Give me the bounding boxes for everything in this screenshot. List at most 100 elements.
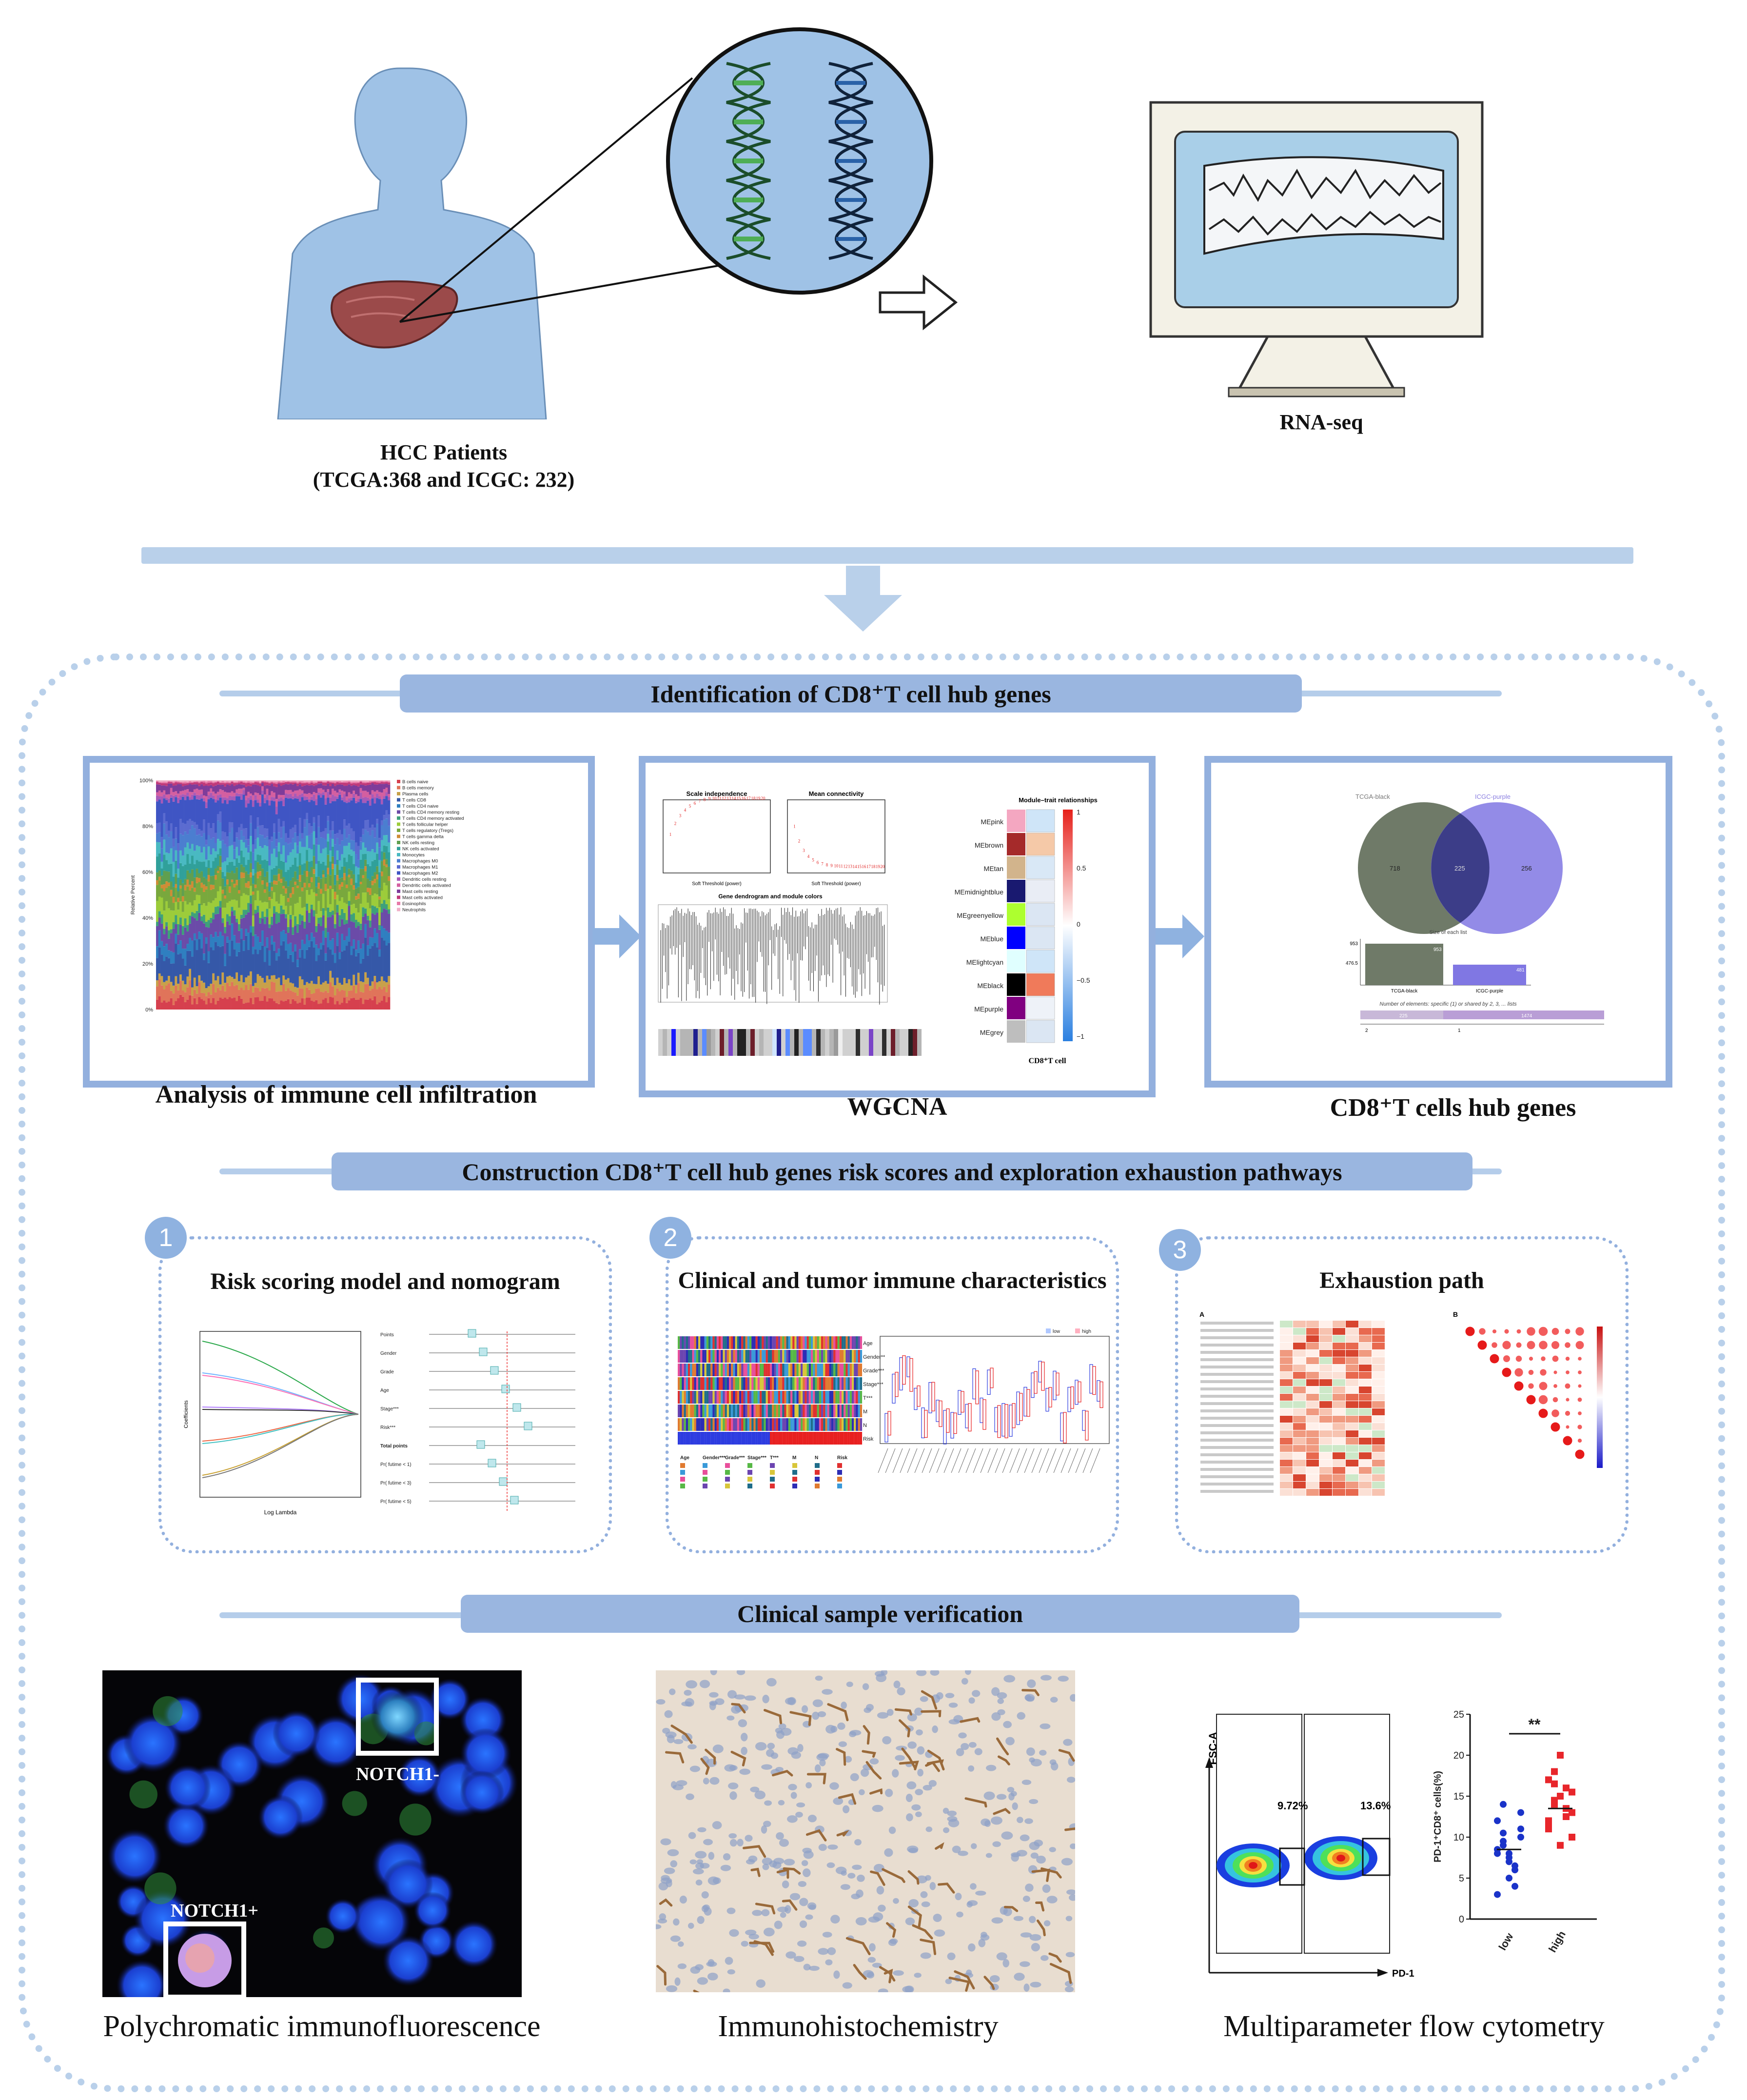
infiltration-bar-segment (238, 995, 241, 1010)
infiltration-bar-segment (364, 924, 367, 938)
infiltration-bar-segment (226, 783, 229, 785)
clinical-heatmap-cell (706, 1405, 709, 1417)
trait-label: CD8⁺T cell (1028, 1057, 1066, 1065)
ihc-nucleus (739, 1768, 751, 1775)
clinical-heatmap-cell (737, 1364, 740, 1376)
ihc-nucleus (674, 1977, 681, 1986)
infiltration-bar-segment (193, 977, 196, 990)
clinical-heatmap-cell (860, 1432, 863, 1445)
infiltration-bar-segment (298, 818, 301, 833)
infiltration-bar-segment (266, 789, 269, 795)
infiltration-bar-segment (306, 861, 309, 872)
infiltration-bar-segment (350, 955, 353, 986)
boxplot-tick (1009, 1448, 1020, 1473)
infiltration-bar-segment (324, 785, 327, 792)
exhaustion-heatmap-cell (1359, 1350, 1372, 1357)
clinical-heatmap-cell (815, 1418, 817, 1431)
clinical-heatmap-cell (829, 1364, 832, 1376)
infiltration-bar-segment (156, 926, 159, 947)
clinical-legend-group: Stage*** (747, 1455, 766, 1461)
boxplot-tick (922, 1448, 932, 1473)
infiltration-bar-segment (158, 896, 161, 911)
clinical-heatmap-cell (733, 1350, 735, 1363)
ihc-nucleus (803, 1963, 811, 1971)
ihc-nucleus (745, 1929, 757, 1936)
infiltration-bar-segment (219, 931, 222, 947)
infiltration-bar-segment (350, 783, 353, 786)
infiltration-bar-segment (156, 880, 159, 885)
ihc-nucleus (826, 1862, 835, 1868)
ihc-nucleus (1002, 1959, 1010, 1968)
ihc-nucleus (1070, 1843, 1075, 1849)
ihc-nucleus (802, 1705, 808, 1713)
ihc-nucleus (893, 1898, 899, 1904)
infiltration-bar-segment (303, 800, 306, 819)
infiltration-bar-segment (301, 797, 304, 833)
infiltration-bar-segment (177, 851, 180, 869)
infiltration-bar-segment (355, 794, 358, 801)
infiltration-bar-segment (250, 895, 253, 904)
clinical-heatmap-cell (839, 1418, 842, 1431)
infiltration-bar-segment (275, 952, 278, 961)
clinical-heatmap-cell (739, 1405, 742, 1417)
infiltration-bar-segment (170, 890, 173, 896)
clinical-heatmap-cell (704, 1405, 707, 1417)
infiltration-bar-segment (329, 838, 332, 851)
clinical-heatmap-cell (813, 1377, 815, 1390)
infiltration-bar-segment (219, 848, 222, 856)
clinical-legend-group: Age (680, 1455, 689, 1461)
ihc-nucleus (660, 1877, 672, 1884)
infiltration-bar-segment (189, 800, 192, 819)
scale-point: 2 (674, 821, 677, 826)
infiltration-bar-segment (294, 790, 297, 794)
infiltration-bar-segment (233, 782, 236, 783)
ihc-nucleus (865, 1704, 874, 1711)
ihc-nucleus (1024, 1818, 1033, 1824)
infiltration-ytick: 80% (142, 824, 153, 830)
infiltration-bar-segment (256, 862, 259, 872)
clinical-heatmap-cell (714, 1350, 717, 1363)
ihc-nucleus (921, 1901, 930, 1907)
infiltration-bar-segment (179, 974, 182, 981)
density-contour (1249, 1862, 1257, 1869)
infiltration-bar-segment (376, 879, 379, 895)
ihc-brown-stain (927, 1749, 945, 1771)
infiltration-bar-segment (268, 900, 271, 909)
clinical-heatmap-cell (741, 1432, 744, 1445)
clinical-heatmap-cell (845, 1364, 848, 1376)
infiltration-bar-segment (179, 795, 182, 800)
infiltration-bar-segment (219, 947, 222, 985)
infiltration-bar-segment (268, 909, 271, 925)
clinical-legend-swatch (815, 1484, 820, 1488)
boxplot-tick (1060, 1448, 1071, 1473)
module-color-cell (869, 1029, 873, 1056)
infiltration-bar-segment (383, 796, 386, 799)
infiltration-bar-segment (338, 781, 341, 783)
infiltration-bar-segment (236, 793, 238, 796)
clinical-heatmap-cell (852, 1364, 854, 1376)
clinical-heatmap-cell (702, 1391, 705, 1404)
infiltration-bar-segment (320, 863, 323, 879)
module-swatch (1007, 927, 1025, 949)
ihc-nucleus (850, 1773, 859, 1782)
infiltration-bar-segment (310, 796, 313, 800)
infiltration-bar-segment (383, 940, 386, 981)
clinical-heatmap-cell (817, 1377, 819, 1390)
infiltration-bar-segment (350, 998, 353, 1010)
infiltration-bar-segment (345, 996, 348, 1003)
infiltration-bar-segment (380, 891, 383, 904)
exhaustion-heatmap-cell (1372, 1460, 1385, 1466)
exhaustion-heatmap-cell (1372, 1328, 1385, 1335)
ihc-nucleus (1003, 1675, 1016, 1683)
infiltration-bar-segment (329, 797, 332, 803)
infiltration-bar-segment (165, 1002, 168, 1010)
clinical-heatmap-cell (808, 1432, 811, 1445)
infiltration-bar-segment (238, 789, 241, 794)
infiltration-bar-segment (236, 858, 238, 868)
infiltration-bar-segment (181, 949, 184, 959)
infiltration-bar-segment (348, 854, 351, 869)
infiltration-bar-segment (245, 848, 248, 865)
exhaustion-heatmap-cell (1293, 1350, 1306, 1357)
exhaustion-heatmap-cell (1293, 1474, 1306, 1481)
infiltration-bar-segment (364, 984, 367, 1000)
